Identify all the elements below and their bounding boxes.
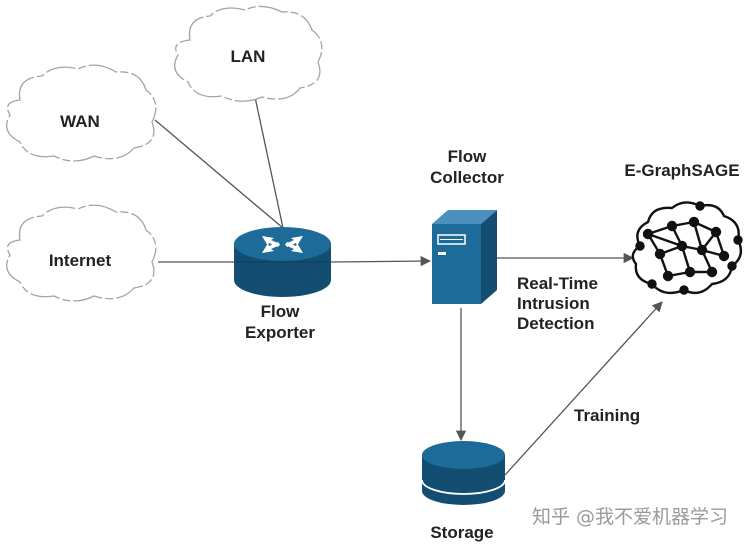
storage-label: Storage — [430, 523, 493, 542]
database-icon — [421, 441, 506, 506]
server-icon — [432, 210, 497, 304]
cloud-lan-label: LAN — [231, 47, 266, 66]
cloud-internet: Internet — [6, 204, 157, 302]
brain-graph-icon — [631, 201, 743, 295]
cloud-lan: LAN — [174, 5, 323, 102]
edge-wan-exporter — [154, 119, 284, 229]
training-label: Training — [574, 406, 640, 425]
cloud-wan-label: WAN — [60, 112, 100, 131]
realtime-label-line1: Real-Time — [517, 274, 598, 293]
edge-storage-model — [504, 301, 663, 476]
cloud-wan: WAN — [6, 64, 157, 162]
model-label: E-GraphSAGE — [624, 161, 739, 180]
realtime-label-line3: Detection — [517, 314, 594, 333]
cloud-internet-label: Internet — [49, 251, 112, 270]
router-icon — [234, 227, 331, 297]
realtime-label-line2: Intrusion — [517, 294, 590, 313]
collector-label-line2: Collector — [430, 168, 504, 187]
edges — [154, 96, 663, 476]
exporter-label-line2: Exporter — [245, 323, 315, 342]
exporter-label-line1: Flow — [261, 302, 300, 321]
collector-label-line1: Flow — [448, 147, 487, 166]
edge-lan-exporter — [254, 96, 284, 229]
watermark: 知乎 @我不爱机器学习 — [532, 506, 728, 528]
edge-exporter-collector — [330, 255, 432, 267]
